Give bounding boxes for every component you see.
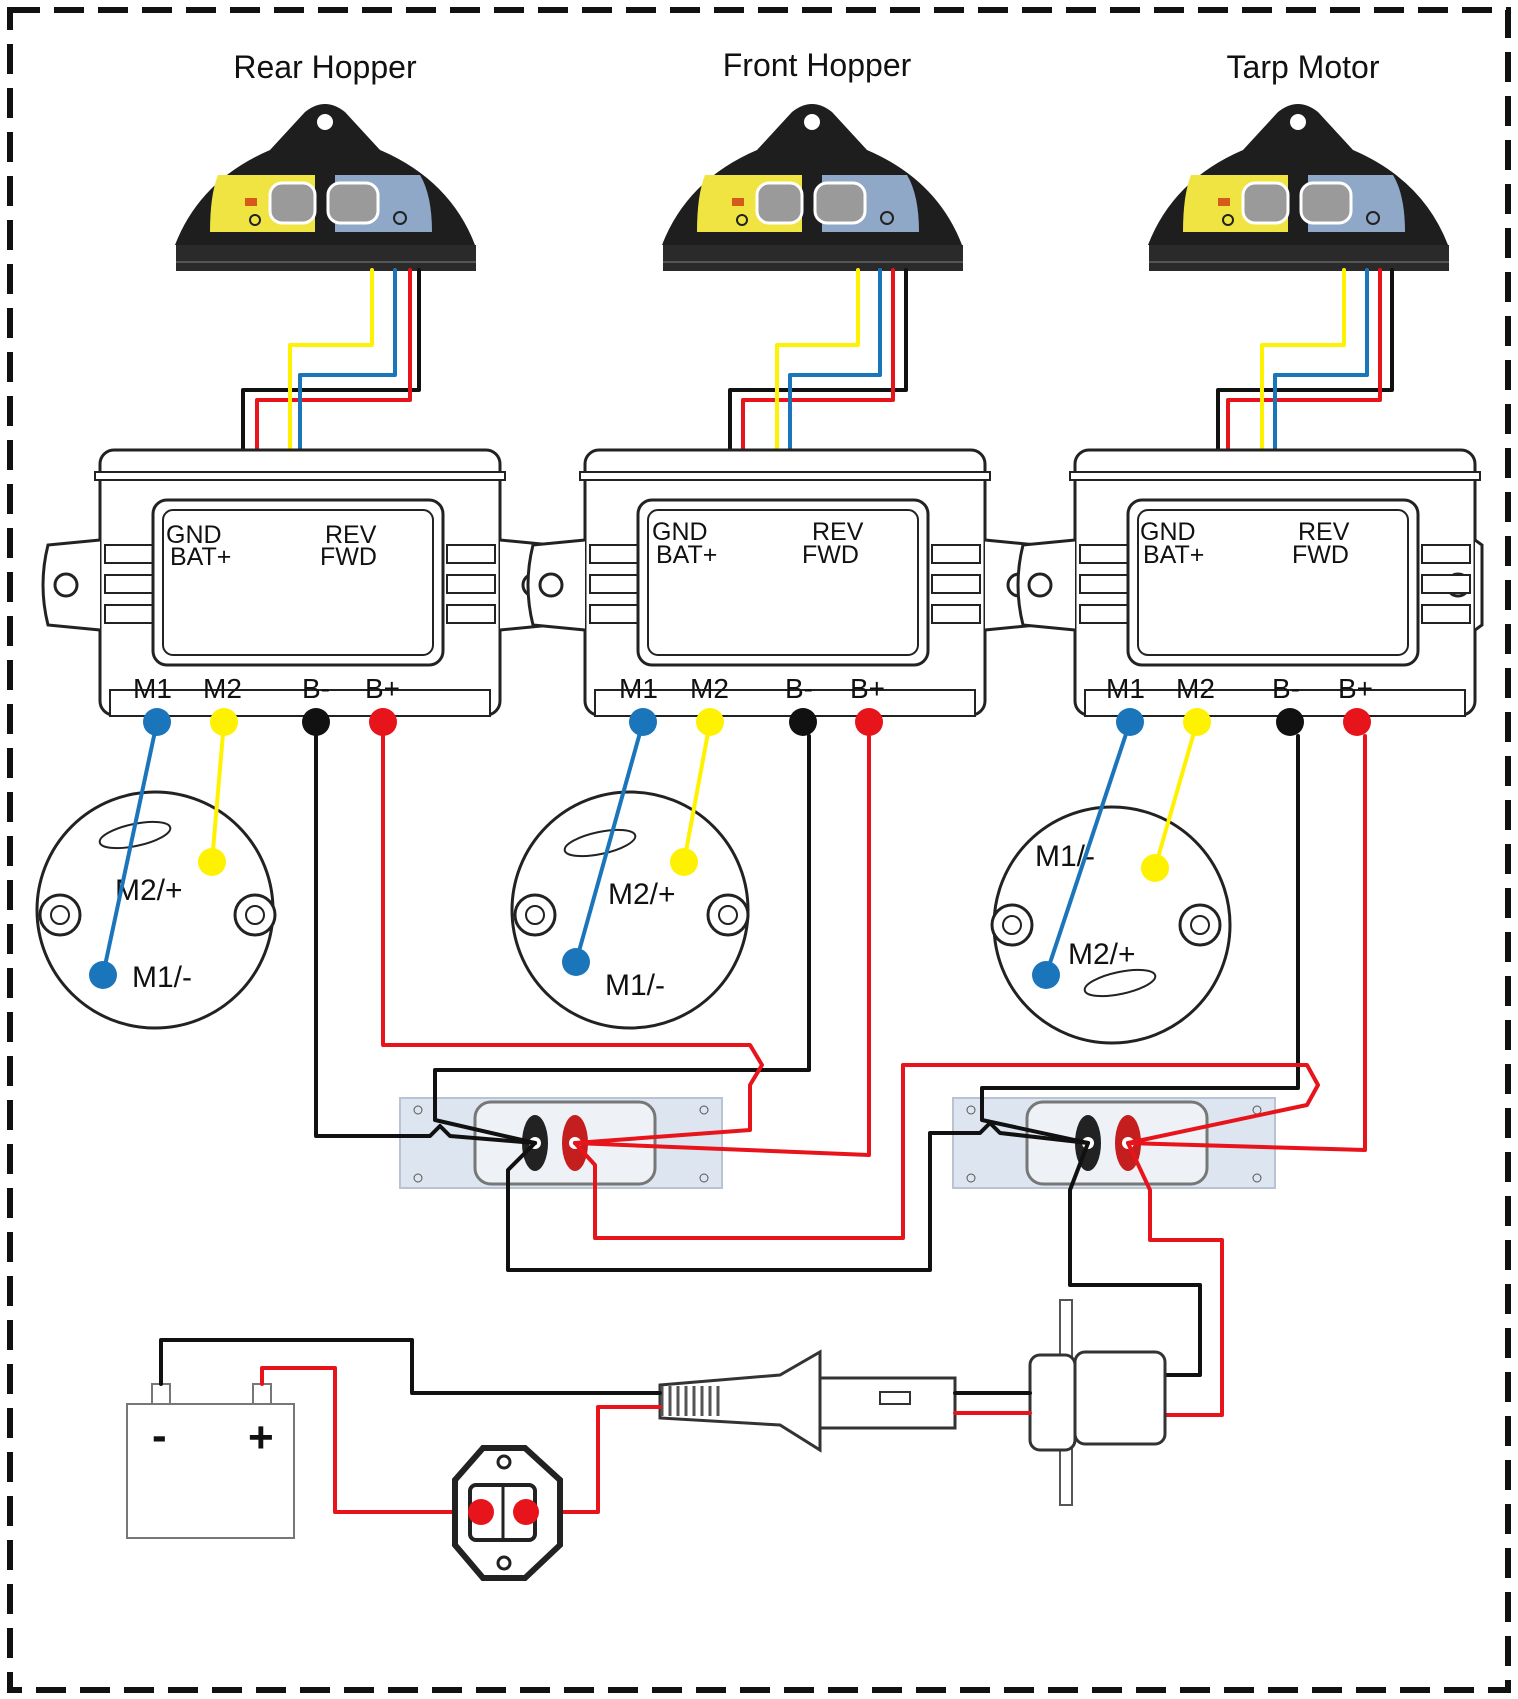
trailer-plug bbox=[658, 1299, 1167, 1506]
svg-text:M2: M2 bbox=[1176, 673, 1215, 704]
svg-text:FWD: FWD bbox=[802, 541, 859, 569]
unit-title: Front Hopper bbox=[723, 47, 912, 83]
keypad bbox=[662, 104, 963, 271]
power-bus-left bbox=[399, 1097, 723, 1189]
svg-text:GND: GND bbox=[1140, 518, 1196, 546]
motor-controller: GND BAT+ REV FWD M1 M2 B- B+ bbox=[41, 448, 559, 717]
terminal-m2 bbox=[696, 708, 724, 736]
terminal-bneg bbox=[302, 708, 330, 736]
keypad bbox=[175, 104, 476, 271]
svg-text:B+: B+ bbox=[850, 673, 885, 704]
unit-tarp-motor: Tarp Motor bbox=[990, 49, 1484, 1045]
svg-text:M2: M2 bbox=[690, 673, 729, 704]
svg-text:BAT+: BAT+ bbox=[170, 543, 231, 571]
svg-text:BAT+: BAT+ bbox=[1143, 541, 1204, 569]
svg-text:B-: B- bbox=[1272, 673, 1300, 704]
terminal-bneg bbox=[789, 708, 817, 736]
svg-text:M2/+: M2/+ bbox=[115, 874, 183, 907]
svg-text:M2: M2 bbox=[203, 673, 242, 704]
svg-text:M1: M1 bbox=[133, 673, 172, 704]
motor: M2/+ M1/- bbox=[35, 790, 277, 1030]
motor-controller: GND BAT+ REV FWD M1 M2 B- B+ bbox=[1016, 448, 1484, 717]
svg-text:FWD: FWD bbox=[1292, 541, 1349, 569]
terminal-m1 bbox=[1116, 708, 1144, 736]
svg-text:M2/+: M2/+ bbox=[608, 878, 676, 911]
terminal-bneg bbox=[1276, 708, 1304, 736]
svg-text:FWD: FWD bbox=[320, 543, 377, 571]
motor-controller: GND BAT+ REV FWD M1 M2 B- B+ bbox=[526, 448, 1044, 717]
svg-text:REV: REV bbox=[325, 521, 377, 549]
svg-text:REV: REV bbox=[1298, 518, 1350, 546]
svg-text:M1/-: M1/- bbox=[132, 961, 192, 994]
motor: M1/- M2/+ bbox=[990, 805, 1232, 1045]
power-bus-right bbox=[952, 1097, 1276, 1189]
svg-text:B-: B- bbox=[785, 673, 813, 704]
terminal-m2 bbox=[210, 708, 238, 736]
keypad bbox=[1148, 104, 1449, 271]
terminal-m1 bbox=[629, 708, 657, 736]
circuit-breaker bbox=[452, 1445, 563, 1581]
battery: - + bbox=[126, 1383, 295, 1539]
svg-text:B+: B+ bbox=[1338, 673, 1373, 704]
unit-front-hopper: Front Hopper bbox=[510, 47, 1044, 1030]
terminal-bpos bbox=[855, 708, 883, 736]
unit-title: Tarp Motor bbox=[1227, 49, 1380, 85]
unit-rear-hopper: Rear Hopper bbox=[35, 49, 559, 1030]
svg-text:M2/+: M2/+ bbox=[1068, 938, 1136, 971]
dashed-border bbox=[7, 7, 1511, 1693]
svg-text:M1/-: M1/- bbox=[605, 969, 665, 1002]
terminal-m1 bbox=[143, 708, 171, 736]
svg-text:BAT+: BAT+ bbox=[656, 541, 717, 569]
svg-text:REV: REV bbox=[812, 518, 864, 546]
svg-text:GND: GND bbox=[652, 518, 708, 546]
motor: M2/+ M1/- bbox=[510, 790, 750, 1030]
svg-text:B-: B- bbox=[302, 673, 330, 704]
svg-text:-: - bbox=[152, 1411, 167, 1460]
svg-text:+: + bbox=[248, 1413, 274, 1462]
svg-text:M1: M1 bbox=[1106, 673, 1145, 704]
svg-text:B+: B+ bbox=[365, 673, 400, 704]
unit-title: Rear Hopper bbox=[233, 49, 417, 85]
terminal-bpos bbox=[1343, 708, 1371, 736]
svg-text:M1: M1 bbox=[619, 673, 658, 704]
terminal-bpos bbox=[369, 708, 397, 736]
svg-text:GND: GND bbox=[166, 521, 222, 549]
terminal-m2 bbox=[1183, 708, 1211, 736]
